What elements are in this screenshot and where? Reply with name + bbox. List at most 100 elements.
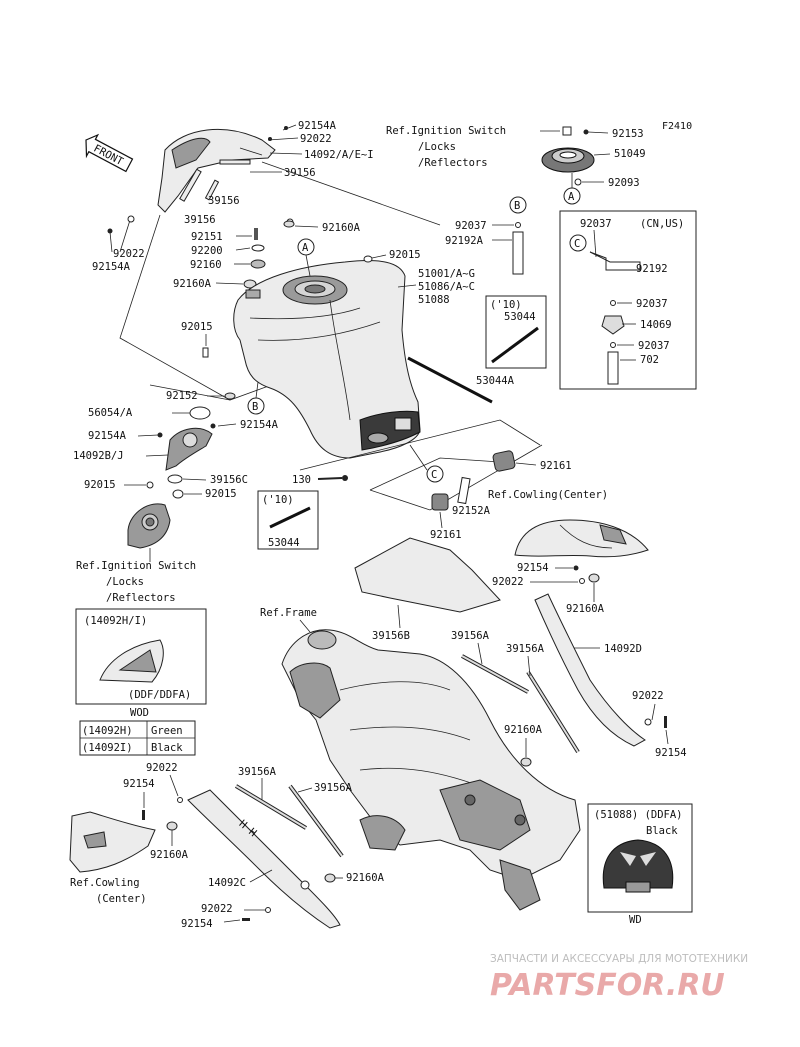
label-92161-a: 92161 [540, 460, 572, 472]
label-92015-c: 92015 [84, 479, 116, 491]
ref-cowling-center: Ref.Cowling(Center) [488, 489, 608, 501]
ref-ign-top-3: /Reflectors [418, 157, 488, 169]
watermark-line2: PARTSFOR.RU [490, 968, 725, 1003]
svg-text:702: 702 [640, 354, 659, 366]
label-92160A-bl: 92160A [150, 849, 189, 861]
label-39156C: 39156C [210, 474, 248, 486]
svg-text:('10): ('10) [490, 299, 522, 311]
label-39156B: 39156B [372, 630, 410, 642]
svg-text:Black: Black [646, 825, 678, 837]
label-92154A-mid-r: 92154A [240, 419, 279, 431]
fuel-cap [541, 147, 595, 173]
hose-92192A [512, 231, 524, 275]
label-92022-top: 92022 [300, 133, 332, 145]
label-39156A-d: 39156A [314, 782, 353, 794]
label-92154-bl: 92154 [123, 778, 155, 790]
label-51049: 51049 [614, 148, 646, 160]
rubber-92161-b [431, 493, 449, 511]
label-39156A-c: 39156A [238, 766, 277, 778]
label-51088: 51088 [418, 294, 450, 306]
ignition-switch-assy [127, 503, 171, 549]
svg-text:C: C [574, 238, 580, 250]
label-92037-a: 92037 [455, 220, 487, 232]
label-92015-a: 92015 [389, 249, 421, 261]
label-92154A-mid-l: 92154A [88, 430, 127, 442]
label-92154A-top: 92154A [298, 120, 337, 132]
svg-text:92037: 92037 [636, 298, 668, 310]
cowling-center-right [514, 519, 649, 558]
label-39156A-a: 39156A [451, 630, 490, 642]
svg-text:B: B [514, 200, 520, 212]
label-92154A-left: 92154A [92, 261, 131, 273]
ref-ign-bot-2: /Locks [106, 576, 144, 588]
svg-text:14069: 14069 [640, 319, 672, 331]
pad-39156-b [219, 159, 251, 165]
ref-ign-top-2: /Locks [418, 141, 456, 153]
rubber-92161-a [492, 450, 516, 472]
callout-B-hose: B [509, 196, 527, 214]
label-92022-bl: 92022 [146, 762, 178, 774]
callout-A-cap: A [563, 173, 581, 205]
side-panel-14092D [534, 593, 646, 747]
svg-text:(DDF/DDFA): (DDF/DDFA) [128, 689, 191, 701]
svg-text:A: A [568, 191, 575, 203]
tank-front-cover [157, 128, 276, 213]
callout-C-tank: C [409, 444, 444, 483]
box-51088: (51088) (DDFA) Black WD [587, 803, 693, 926]
box-53044-left: ('10) 53044 [257, 490, 319, 550]
svg-text:92037: 92037 [580, 218, 612, 230]
ref-cowling-b2: (Center) [96, 893, 147, 905]
label-92022-r: 92022 [492, 576, 524, 588]
label-92160A-r: 92160A [566, 603, 605, 615]
ref-ign-top-1: Ref.Ignition Switch [386, 125, 506, 137]
svg-text:WD: WD [629, 914, 642, 926]
label-92200: 92200 [191, 245, 223, 257]
label-56054: 56054/A [88, 407, 133, 419]
svg-text:(CN,US): (CN,US) [640, 218, 684, 230]
box-53044-right: ('10) 53044 [485, 295, 547, 369]
label-39156-c: 39156 [184, 214, 216, 226]
label-92154-rr: 92154 [655, 747, 687, 759]
table-row-part-2: (14092I) [82, 742, 133, 754]
label-92154-bb: 92154 [181, 918, 213, 930]
watermark-line1: ЗАПЧАСТИ И АКСЕССУАРЫ ДЛЯ МОТОТЕХНИКИ [490, 953, 748, 965]
svg-text:WOD: WOD [130, 707, 149, 719]
ref-ign-bot-3: /Reflectors [106, 592, 176, 604]
table-row-color-2: Black [151, 742, 183, 754]
label-92154-r: 92154 [517, 562, 549, 574]
label-92022-bb: 92022 [201, 903, 233, 915]
box-cn-us: 92037 (CN,US) C 92192 92037 14069 92037 … [559, 210, 697, 390]
svg-text:A: A [302, 242, 309, 254]
pin-92152A [457, 476, 471, 505]
label-39156-b: 39156 [208, 195, 240, 207]
label-51001: 51001/A~G [418, 268, 475, 280]
label-92160A-bc: 92160A [346, 872, 385, 884]
label-130: 130 [292, 474, 311, 486]
svg-text:(14092H/I): (14092H/I) [84, 615, 147, 627]
label-92151: 92151 [191, 231, 223, 243]
svg-text:92037: 92037 [638, 340, 670, 352]
label-14092BJ: 14092B/J [73, 450, 124, 462]
label-92160A-b: 92160A [322, 222, 361, 234]
table-row-part-1: (14092H) [82, 725, 133, 737]
svg-text:B: B [252, 401, 258, 413]
svg-text:(51088) (DDFA): (51088) (DDFA) [594, 809, 683, 821]
label-51086: 51086/A~C [418, 281, 475, 293]
label-92160A-a: 92160A [173, 278, 212, 290]
ref-frame: Ref.Frame [260, 607, 317, 619]
callout-A-tank: A [297, 238, 315, 277]
label-92022-rr: 92022 [632, 690, 664, 702]
label-14092D: 14092D [604, 643, 642, 655]
ref-ign-bot-1: Ref.Ignition Switch [76, 560, 196, 572]
front-arrow-icon: FRONT [85, 133, 134, 173]
pad-39156-c [204, 179, 220, 201]
tank-cover-14092B [165, 427, 213, 471]
svg-text:C: C [431, 469, 437, 481]
svg-text:92192: 92192 [636, 263, 668, 275]
svg-text:('10): ('10) [262, 494, 294, 506]
color-table: (14092H) Green (14092I) Black [79, 720, 196, 756]
label-92152A: 92152A [452, 505, 491, 517]
pad-39156B [354, 537, 501, 613]
